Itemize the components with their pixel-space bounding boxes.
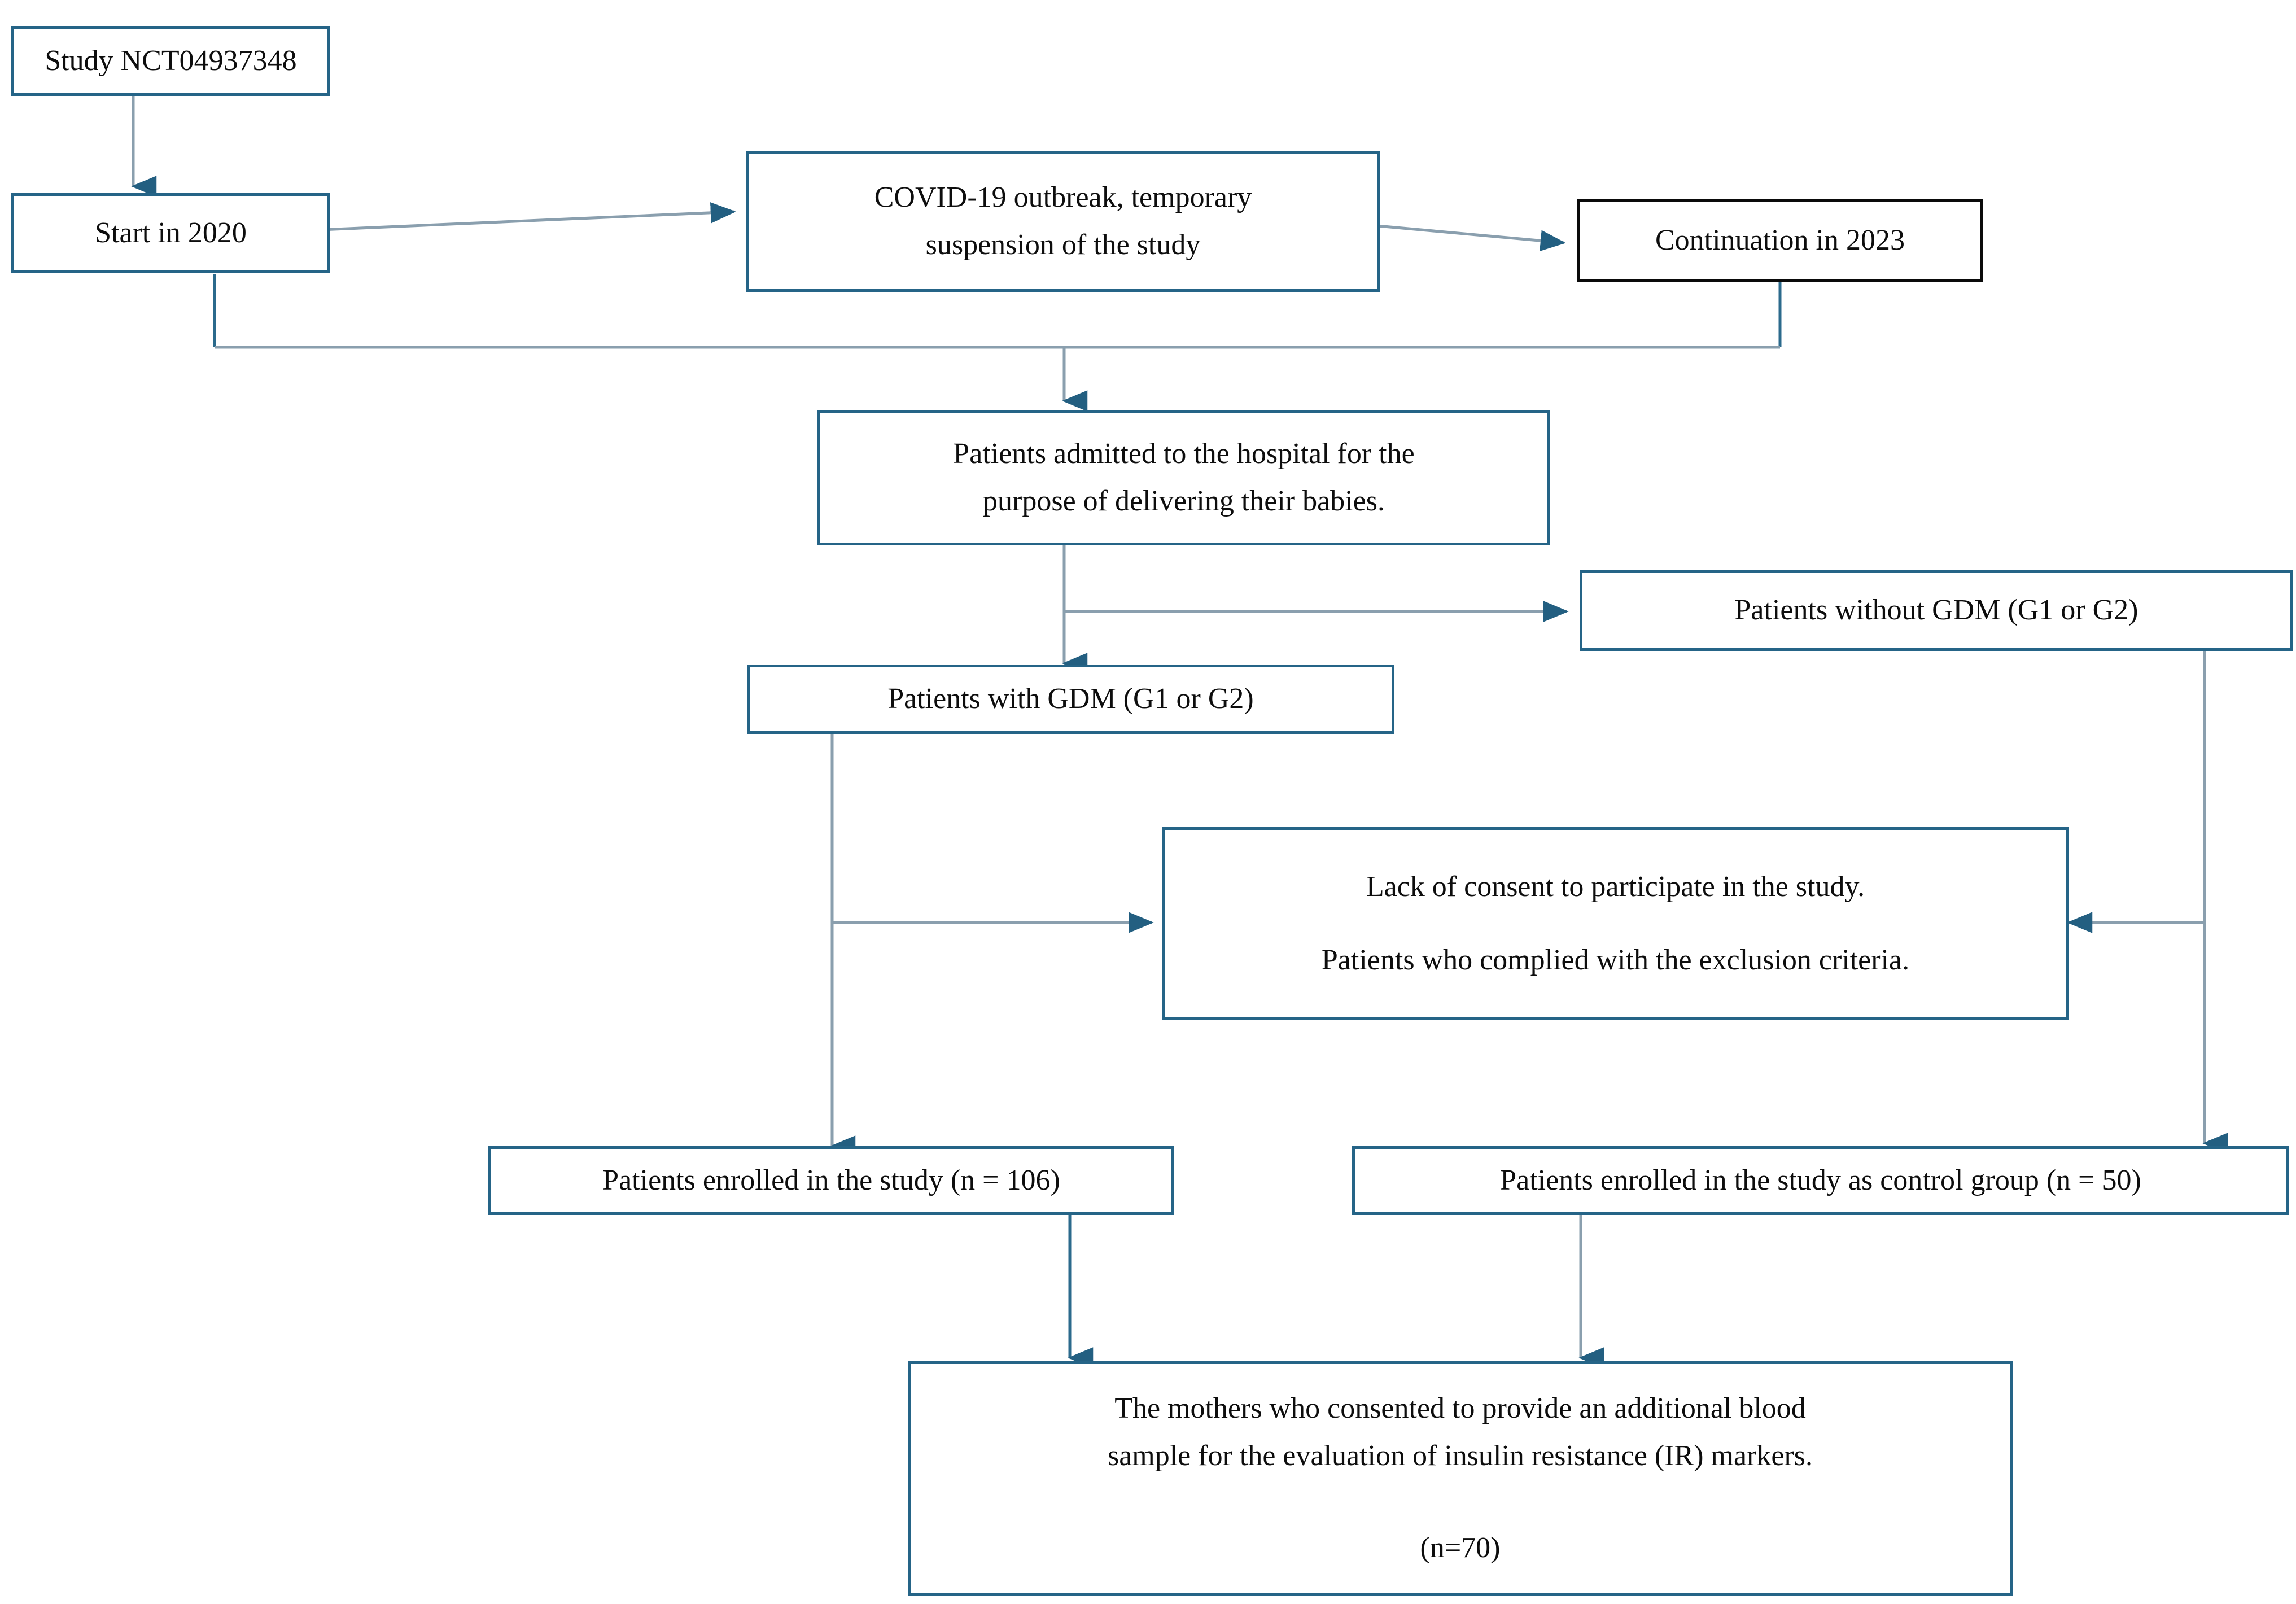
node-continuation-label: Continuation in 2023 bbox=[1655, 224, 1905, 257]
node-continuation: Continuation in 2023 bbox=[1577, 199, 1983, 282]
node-admitted-line1: Patients admitted to the hospital for th… bbox=[953, 437, 1415, 470]
node-study-id: Study NCT04937348 bbox=[11, 26, 330, 96]
node-with-gdm: Patients with GDM (G1 or G2) bbox=[747, 665, 1394, 734]
node-covid-line1: COVID-19 outbreak, temporary bbox=[874, 181, 1252, 213]
node-with-gdm-label: Patients with GDM (G1 or G2) bbox=[887, 683, 1254, 715]
node-admitted: Patients admitted to the hospital for th… bbox=[817, 410, 1550, 545]
edge-covid-to-continuation bbox=[1377, 224, 1566, 251]
node-enrolled-control: Patients enrolled in the study as contro… bbox=[1352, 1146, 2289, 1215]
node-study-id-label: Study NCT04937348 bbox=[45, 44, 297, 77]
node-covid-line2: suspension of the study bbox=[925, 229, 1201, 261]
node-enrolled-study-label: Patients enrolled in the study (n = 106) bbox=[602, 1164, 1060, 1196]
node-start-label: Start in 2020 bbox=[95, 216, 247, 249]
node-ir-markers-line2: sample for the evaluation of insulin res… bbox=[1107, 1440, 1813, 1472]
node-excluded-line2: Patients who complied with the exclusion… bbox=[1321, 944, 1910, 976]
node-enrolled-study: Patients enrolled in the study (n = 106) bbox=[488, 1146, 1174, 1215]
node-start: Start in 2020 bbox=[11, 193, 330, 273]
node-covid: COVID-19 outbreak, temporary suspension … bbox=[746, 151, 1380, 292]
edge-admitted-to-without-gdm bbox=[1062, 545, 1569, 622]
node-without-gdm: Patients without GDM (G1 or G2) bbox=[1580, 570, 2293, 651]
node-enrolled-control-label: Patients enrolled in the study as contro… bbox=[1500, 1164, 2141, 1196]
node-ir-markers-line1: The mothers who consented to provide an … bbox=[1114, 1392, 1806, 1425]
node-ir-markers-line3: (n=70) bbox=[1420, 1531, 1501, 1564]
node-admitted-line2: purpose of delivering their babies. bbox=[983, 485, 1385, 517]
node-excluded-line1: Lack of consent to participate in the st… bbox=[1366, 870, 1865, 903]
node-without-gdm-label: Patients without GDM (G1 or G2) bbox=[1734, 594, 2138, 627]
node-ir-markers: The mothers who consented to provide an … bbox=[908, 1361, 2013, 1596]
node-excluded: Lack of consent to participate in the st… bbox=[1162, 827, 2069, 1020]
